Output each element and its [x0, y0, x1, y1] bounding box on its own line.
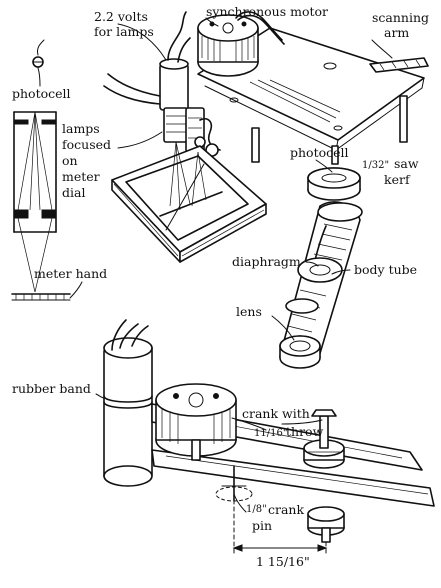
photocell-icon — [32, 39, 45, 68]
label-photocell-right: photocell — [290, 145, 349, 160]
synchronous-motor — [197, 11, 285, 77]
label-lamps-line2: focused — [62, 137, 111, 152]
label-lamps-line4: meter — [62, 169, 100, 184]
label-synchronous-motor: synchronous motor — [206, 4, 328, 19]
label-lamps-line1: lamps — [62, 121, 100, 136]
label-saw-kerf-line2: kerf — [384, 172, 411, 187]
bottom-motor — [155, 383, 237, 461]
left-meter-hand — [11, 281, 83, 301]
bottom-cylinder — [103, 319, 153, 487]
label-lamps-line3: on — [62, 153, 78, 168]
meter-box — [111, 145, 267, 263]
label-dimension: 1 15/16" — [256, 554, 310, 569]
left-tube-section — [13, 111, 57, 293]
label-rubber-band: rubber band — [12, 381, 91, 396]
body-tube — [279, 201, 363, 368]
light-beams — [169, 141, 207, 211]
label-saw-kerf-fraction: 1/32" — [362, 160, 389, 171]
lens — [279, 335, 321, 369]
label-scanning-line2: arm — [384, 25, 409, 40]
label-volts-line1: 2.2 volts — [94, 9, 148, 24]
leader-lines — [37, 17, 393, 513]
label-lens: lens — [236, 304, 262, 319]
label-scanning-line1: scanning — [372, 10, 429, 25]
label-crank-fraction: 11/16" — [254, 428, 287, 439]
lamp-housing — [103, 11, 221, 157]
lower-crank-pin — [307, 506, 345, 543]
label-body-tube: body tube — [354, 262, 417, 277]
label-crank-line1: crank with — [242, 406, 310, 421]
label-crank-pin-line1: crank — [268, 502, 304, 517]
label-diaphragm: diaphragm — [232, 254, 301, 269]
label-lamps-line5: dial — [62, 185, 85, 200]
support-legs — [251, 95, 408, 165]
label-saw-kerf-line1: saw — [394, 156, 419, 171]
label-volts-line2: for lamps — [94, 24, 154, 39]
crank-disc — [303, 409, 345, 469]
label-crank-line2: throw — [286, 424, 324, 439]
scanning-arm-strip — [369, 57, 429, 73]
label-meter-hand: meter hand — [34, 266, 107, 281]
label-photocell-left: photocell — [12, 86, 71, 101]
labels: 2.2 volts for lamps synchronous motor sc… — [12, 4, 429, 569]
label-crank-pin-line2: pin — [252, 518, 272, 533]
label-crank-pin-fraction: 1/8" — [246, 504, 267, 515]
dimension-line — [232, 499, 328, 557]
photocell-cap — [307, 167, 361, 201]
